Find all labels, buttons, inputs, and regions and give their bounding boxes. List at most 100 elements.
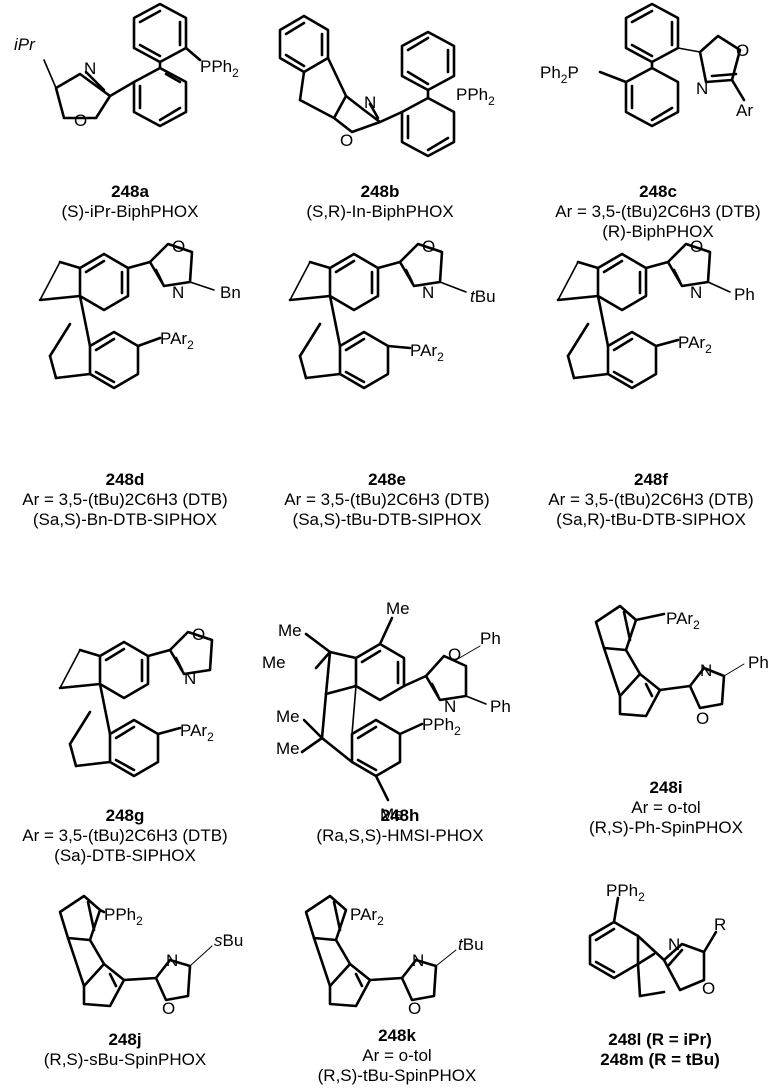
caption-248i: 248i Ar = o-tol (R,S)-Ph-SpinPHOX	[566, 778, 766, 838]
sub-PAr2-248d: PAr2	[160, 329, 194, 352]
sub-Me-248h-3: Me	[262, 653, 286, 672]
code-248h: 248h	[380, 806, 420, 825]
atom-O-248e: O	[422, 237, 435, 256]
ar-248f: Ar = 3,5-(tBu)2C6H3 (DTB)	[548, 490, 754, 509]
structure-248i	[594, 604, 745, 718]
sub-sBu-248j: sBu	[214, 931, 243, 950]
structure-248d	[38, 242, 215, 390]
sub-PAr2-248k: PAr2	[350, 905, 384, 928]
name-248f: (Sa,R)-tBu-DTB-SIPHOX	[556, 510, 746, 529]
name-248k: (R,S)-tBu-SpinPHOX	[317, 1066, 477, 1085]
sub-Bn-248d: Bn	[220, 283, 241, 302]
structure-248g	[58, 630, 214, 778]
structure-248h	[300, 616, 487, 802]
caption-248j: 248j (R,S)-sBu-SpinPHOX	[10, 1030, 240, 1070]
sub-PPh2-248j: PPh2	[104, 905, 143, 928]
ar-248i: Ar = o-tol	[631, 798, 701, 817]
sub-PAr2-248f: PAr2	[678, 333, 712, 356]
atom-N-248j: N	[166, 951, 178, 970]
name-248g: (Sa)-DTB-SIPHOX	[54, 846, 196, 865]
sub-R-248l: R	[714, 915, 726, 934]
sub-PPh2-248b: PPh2	[456, 85, 495, 108]
code-248a: 248a	[111, 182, 149, 201]
name-248i: (R,S)-Ph-SpinPHOX	[589, 818, 743, 837]
sub-iPr-248a: iPr	[14, 35, 36, 54]
sub-PAr2-248e: PAr2	[410, 341, 444, 364]
caption-248f: 248f Ar = 3,5-(tBu)2C6H3 (DTB) (Sa,R)-tB…	[526, 470, 776, 530]
sub-Ph-248h-2: Ph	[490, 697, 511, 716]
code-248g: 248g	[105, 806, 145, 825]
caption-248e: 248e Ar = 3,5-(tBu)2C6H3 (DTB) (Sa,S)-tB…	[262, 470, 512, 530]
atom-O-248g: O	[192, 625, 205, 644]
ar-248c: Ar = 3,5-(tBu)2C6H3 (DTB)	[555, 202, 761, 221]
code-248i: 248i	[649, 778, 683, 797]
name-248c: (R)-BiphPHOX	[602, 222, 714, 241]
atom-N-248f: N	[690, 283, 702, 302]
sub-Ph-248h-1: Ph	[480, 629, 501, 648]
caption-248c: 248c Ar = 3,5-(tBu)2C6H3 (DTB) (R)-BiphP…	[540, 182, 776, 242]
code-248d: 248d	[105, 470, 145, 489]
atom-O-248j: O	[162, 999, 175, 1018]
ar-248g: Ar = 3,5-(tBu)2C6H3 (DTB)	[22, 826, 228, 845]
sub-Ph-248f: Ph	[734, 285, 755, 304]
atom-O-248k: O	[408, 999, 421, 1018]
atom-O-248d: O	[172, 237, 185, 256]
sub-PPh2-248h: PPh2	[422, 715, 461, 738]
structure-248f	[556, 242, 731, 390]
atom-N-248d: N	[172, 283, 184, 302]
sub-Ar-248c: Ar	[736, 101, 753, 120]
atom-O-248c: O	[736, 41, 749, 60]
atom-O-248a: O	[74, 111, 87, 130]
caption-248a: 248a (S)-iPr-BiphPHOX	[30, 182, 230, 222]
atom-O-248f: O	[690, 237, 703, 256]
atom-N-248a: N	[84, 59, 96, 78]
atom-N-248i: N	[700, 661, 712, 680]
atom-N-248g: N	[184, 669, 196, 688]
code-248m-line: 248m (R = tBu)	[600, 1050, 720, 1069]
sub-PAr2-248g: PAr2	[180, 721, 214, 744]
code-248l-line: 248l (R = iPr)	[608, 1030, 712, 1049]
ar-248e: Ar = 3,5-(tBu)2C6H3 (DTB)	[284, 490, 490, 509]
sub-Me-248h-6: Me	[380, 805, 404, 824]
sub-tBu-248k: tBu	[458, 935, 484, 954]
code-248b: 248b	[360, 182, 400, 201]
sub-Ph2P-248c: Ph2P	[540, 63, 579, 86]
sub-Me-248h-4: Me	[276, 707, 300, 726]
name-248h: (Ra,S,S)-HMSI-PHOX	[316, 826, 484, 845]
caption-248lm: 248l (R = iPr) 248m (R = tBu) 248l	[560, 1030, 760, 1070]
atom-N-248e: N	[422, 283, 434, 302]
atom-N-248k: N	[412, 951, 424, 970]
structure-248k	[304, 894, 457, 1008]
caption-248h: 248h (Ra,S,S)-HMSI-PHOX	[300, 806, 500, 846]
name-248e: (Sa,S)-tBu-DTB-SIPHOX	[292, 510, 482, 529]
atom-O-248h: O	[448, 645, 461, 664]
atom-N-248h: N	[444, 697, 456, 716]
structure-248c	[598, 2, 746, 128]
sub-Me-248h-2: Me	[278, 621, 302, 640]
atom-N-248b: N	[364, 93, 376, 112]
sub-PPh2-248a: PPh2	[200, 57, 239, 80]
structure-248j	[58, 894, 213, 1008]
sub-tBu-248e: tBu	[470, 287, 496, 306]
atom-N-248c: N	[696, 79, 708, 98]
name-248j: (R,S)-sBu-SpinPHOX	[43, 1050, 207, 1069]
name-248a: (S)-iPr-BiphPHOX	[61, 202, 199, 221]
code-248k: 248k	[378, 1026, 416, 1045]
name-248d: (Sa,S)-Bn-DTB-SIPHOX	[32, 510, 218, 529]
sub-PAr2-248i: PAr2	[666, 609, 700, 632]
sub-PPh2-248l: PPh2	[606, 881, 645, 904]
code-248f: 248f	[633, 470, 669, 489]
structure-248e	[288, 242, 467, 390]
ar-248k: Ar = o-tol	[362, 1046, 432, 1065]
ar-248d: Ar = 3,5-(tBu)2C6H3 (DTB)	[22, 490, 228, 509]
atom-O-248l: O	[702, 979, 715, 998]
atom-N-248l: N	[668, 935, 680, 954]
name-248b: (S,R)-In-BiphPHOX	[306, 202, 454, 221]
atom-O-248i: O	[696, 709, 709, 728]
structure-248a	[43, 2, 202, 128]
structure-248b	[278, 14, 456, 158]
code-248e: 248e	[368, 470, 406, 489]
sub-Me-248h-1: Me	[386, 599, 410, 618]
sub-Me-248h-5: Me	[276, 739, 300, 758]
